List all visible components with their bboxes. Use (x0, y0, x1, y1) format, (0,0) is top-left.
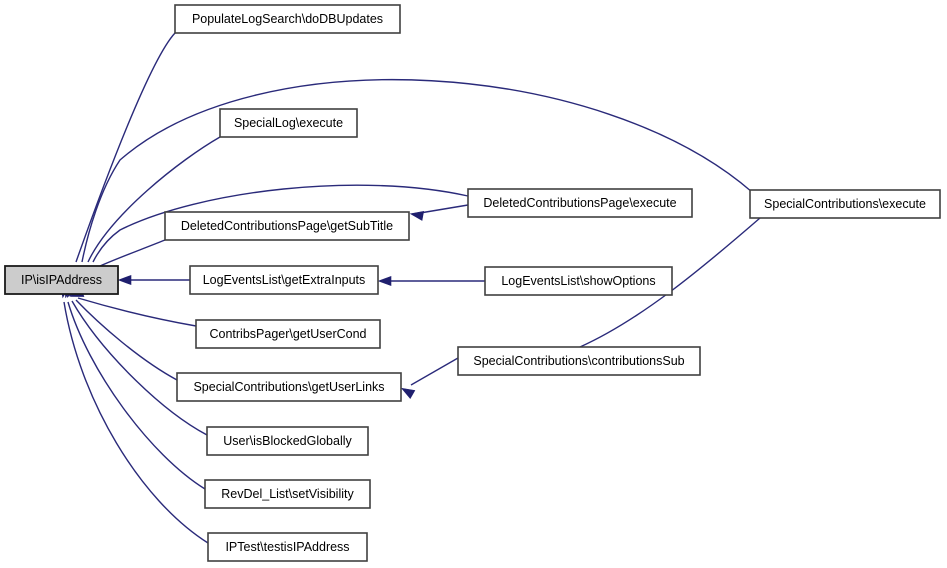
arrow-head-icon (377, 275, 392, 287)
node-layer: IP\isIPAddress PopulateLogSearch\doDBUpda… (4, 4, 941, 562)
edge-line (75, 299, 178, 381)
node-box[interactable] (219, 108, 358, 138)
node-box[interactable] (207, 532, 368, 562)
edge-iptest-testisipaddress-to-ip-isipaddress (60, 283, 209, 544)
node-box[interactable] (4, 265, 119, 295)
node-populatelogsearch-dodbupdates[interactable]: PopulateLogSearch\doDBUpdates (174, 4, 401, 34)
node-label: SpecialContributions\getUserLinks (193, 380, 384, 394)
node-label: LogEventsList\getExtraInputs (203, 273, 366, 287)
node-label: SpecialLog\execute (234, 116, 343, 130)
node-box[interactable] (206, 426, 369, 456)
node-label: User\isBlockedGlobally (223, 434, 352, 448)
arrow-head-icon (117, 274, 132, 286)
edge-line (75, 32, 176, 263)
node-contribspager-getusercond[interactable]: ContribsPager\getUserCond (195, 319, 381, 349)
node-label: ContribsPager\getUserCond (209, 327, 366, 341)
node-label: IPTest\testisIPAddress (225, 540, 349, 554)
node-iptest-testisipaddress[interactable]: IPTest\testisIPAddress (207, 532, 368, 562)
node-box[interactable] (189, 265, 379, 295)
edge-line (419, 204, 469, 214)
edge-specialcontributions-contributionssub-to-specialcontributions-getuserlinks (400, 357, 459, 400)
edge-deletedcontributionspage-execute-to-deletedcontributionspage-getsubtitle (409, 204, 469, 221)
node-deletedcontributionspage-getsubtitle[interactable]: DeletedContributionsPage\getSubTitle (164, 211, 410, 241)
node-box[interactable] (204, 479, 371, 509)
node-logeventslist-getextrainputs[interactable]: LogEventsList\getExtraInputs (189, 265, 379, 295)
edge-line (81, 78, 753, 263)
arrow-head-icon (409, 211, 425, 221)
node-label: LogEventsList\showOptions (501, 274, 655, 288)
edge-logeventslist-getextrainputs-to-ip-isipaddress (117, 274, 190, 286)
node-label: DeletedContributionsPage\getSubTitle (181, 219, 393, 233)
node-deletedcontributionspage-execute[interactable]: DeletedContributionsPage\execute (467, 188, 693, 218)
node-specialcontributions-getuserlinks[interactable]: SpecialContributions\getUserLinks (176, 372, 402, 402)
edge-line (87, 136, 221, 263)
node-label: SpecialContributions\execute (764, 197, 926, 211)
node-box[interactable] (176, 372, 402, 402)
edge-user-isblockedglobally-to-ip-isipaddress (66, 283, 208, 436)
edge-line (92, 184, 469, 263)
edge-logeventslist-showoptions-to-logeventslist-getextrainputs (377, 275, 485, 287)
edge-line (99, 239, 166, 267)
node-box[interactable] (164, 211, 410, 241)
edge-speciallog-execute-to-ip-isipaddress (83, 136, 221, 281)
node-box[interactable] (467, 188, 693, 218)
node-label: PopulateLogSearch\doDBUpdates (192, 12, 383, 26)
node-label: SpecialContributions\contributionsSub (473, 354, 684, 368)
node-revdel-list-setvisibility[interactable]: RevDel_List\setVisibility (204, 479, 371, 509)
node-logeventslist-showoptions[interactable]: LogEventsList\showOptions (484, 266, 673, 296)
node-specialcontributions-contributionssub[interactable]: SpecialContributions\contributionsSub (457, 346, 701, 376)
edge-line (63, 301, 209, 544)
node-label: RevDel_List\setVisibility (221, 487, 354, 501)
node-specialcontributions-execute[interactable]: SpecialContributions\execute (749, 189, 941, 219)
edge-specialcontributions-getuserlinks-to-ip-isipaddress (69, 283, 178, 381)
node-box[interactable] (174, 4, 401, 34)
node-box[interactable] (457, 346, 701, 376)
node-ip-isipaddress[interactable]: IP\isIPAddress (4, 265, 119, 295)
edge-line (410, 357, 459, 386)
node-user-isblockedglobally[interactable]: User\isBlockedGlobally (206, 426, 369, 456)
node-box[interactable] (195, 319, 381, 349)
edge-line (71, 300, 208, 436)
node-speciallog-execute[interactable]: SpecialLog\execute (219, 108, 358, 138)
node-box[interactable] (749, 189, 941, 219)
node-label: IP\isIPAddress (21, 273, 102, 287)
edge-specialcontributions-execute-to-ip-isipaddress (77, 78, 753, 281)
edge-line (77, 297, 197, 327)
arrow-head-icon (400, 387, 416, 400)
edge-line (67, 301, 206, 490)
node-label: DeletedContributionsPage\execute (483, 196, 676, 210)
node-box[interactable] (484, 266, 673, 296)
